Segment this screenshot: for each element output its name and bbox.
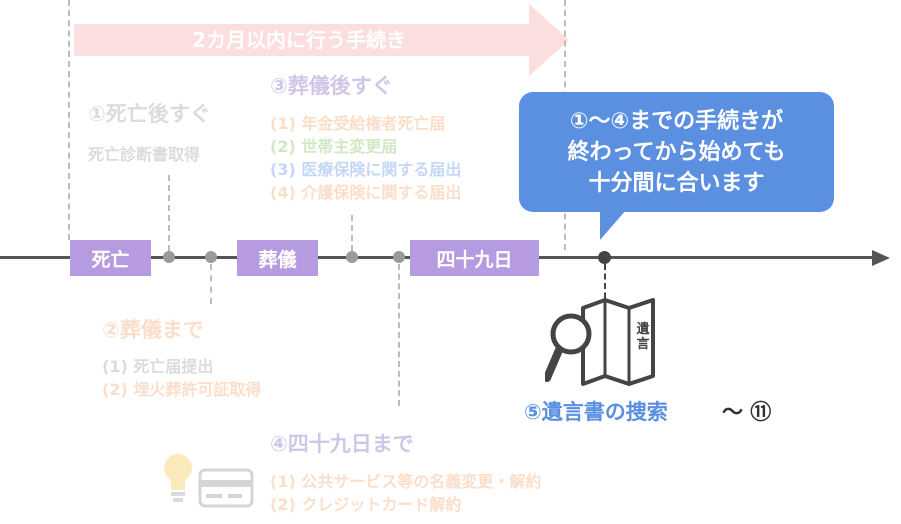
guide-line-step3 xyxy=(351,215,353,251)
step3-item: (1) 年金受給権者死亡届 xyxy=(270,114,446,133)
map-search-icon xyxy=(543,298,665,394)
banner-arrow-icon xyxy=(74,4,569,76)
bubble-line: 十分間に合います xyxy=(588,170,765,196)
guide-line-step5 xyxy=(604,264,606,308)
step3-item: (4) 介護保険に関する届出 xyxy=(270,183,462,202)
step3-list: (1) 年金受給権者死亡届 (2) 世帯主変更届 (3) 医療保険に関する届出 … xyxy=(270,112,461,204)
step4-list: (1) 公共サービス等の名義変更・解約 (2) クレジットカード解約 xyxy=(270,470,541,516)
timeline-dot-step3 xyxy=(346,251,358,263)
timeline-funeral-label: 葬儀 xyxy=(237,240,318,276)
timeline-arrow-icon xyxy=(872,250,890,266)
step3-title: ③葬儀後すぐ xyxy=(270,74,393,98)
two-month-banner: 2カ月以内に行う手続き xyxy=(74,4,569,76)
guide-line-step2 xyxy=(210,264,212,304)
step4-item: (2) クレジットカード解約 xyxy=(270,495,462,514)
guide-line-step1 xyxy=(168,175,170,251)
timeline-dot-step2 xyxy=(205,251,217,263)
step4-item: (1) 公共サービス等の名義変更・解約 xyxy=(270,472,542,491)
bubble-line: ①〜④までの手続きが xyxy=(569,108,784,134)
banner-text: 2カ月以内に行う手続き xyxy=(192,28,406,52)
step1-title: ①死亡後すぐ xyxy=(88,102,211,126)
step2-item: (1) 死亡届提出 xyxy=(102,357,214,376)
credit-card-icon xyxy=(198,468,254,512)
lightbulb-icon xyxy=(160,452,196,508)
guide-line-death xyxy=(68,0,70,240)
step4-title: ④四十九日まで xyxy=(270,432,414,456)
bubble-tail xyxy=(600,210,626,240)
step2-title: ②葬儀まで xyxy=(102,318,204,342)
step3-item: (3) 医療保険に関する届出 xyxy=(270,160,462,179)
step5-suffix: 〜 ⑪ xyxy=(722,400,772,424)
timeline-dot-step1 xyxy=(163,251,175,263)
bubble-line: 終わってから始めても xyxy=(567,139,786,165)
step3-item: (2) 世帯主変更届 xyxy=(270,137,398,156)
timeline-death-label: 死亡 xyxy=(70,240,151,276)
timeline-49days-label: 四十九日 xyxy=(410,240,539,276)
guide-line-step4 xyxy=(398,264,400,406)
step2-list: (1) 死亡届提出 (2) 埋火葬許可証取得 xyxy=(102,355,261,401)
step5-title: ⑤遺言書の捜索 xyxy=(524,400,668,424)
map-label: 遺言 xyxy=(636,322,650,352)
info-bubble: ①〜④までの手続きが 終わってから始めても 十分間に合います xyxy=(519,92,834,212)
step2-item: (2) 埋火葬許可証取得 xyxy=(102,380,262,399)
timeline-dot-step5 xyxy=(598,251,611,264)
step1-item: 死亡診断書取得 xyxy=(88,145,201,164)
timeline-dot-step4 xyxy=(393,251,405,263)
